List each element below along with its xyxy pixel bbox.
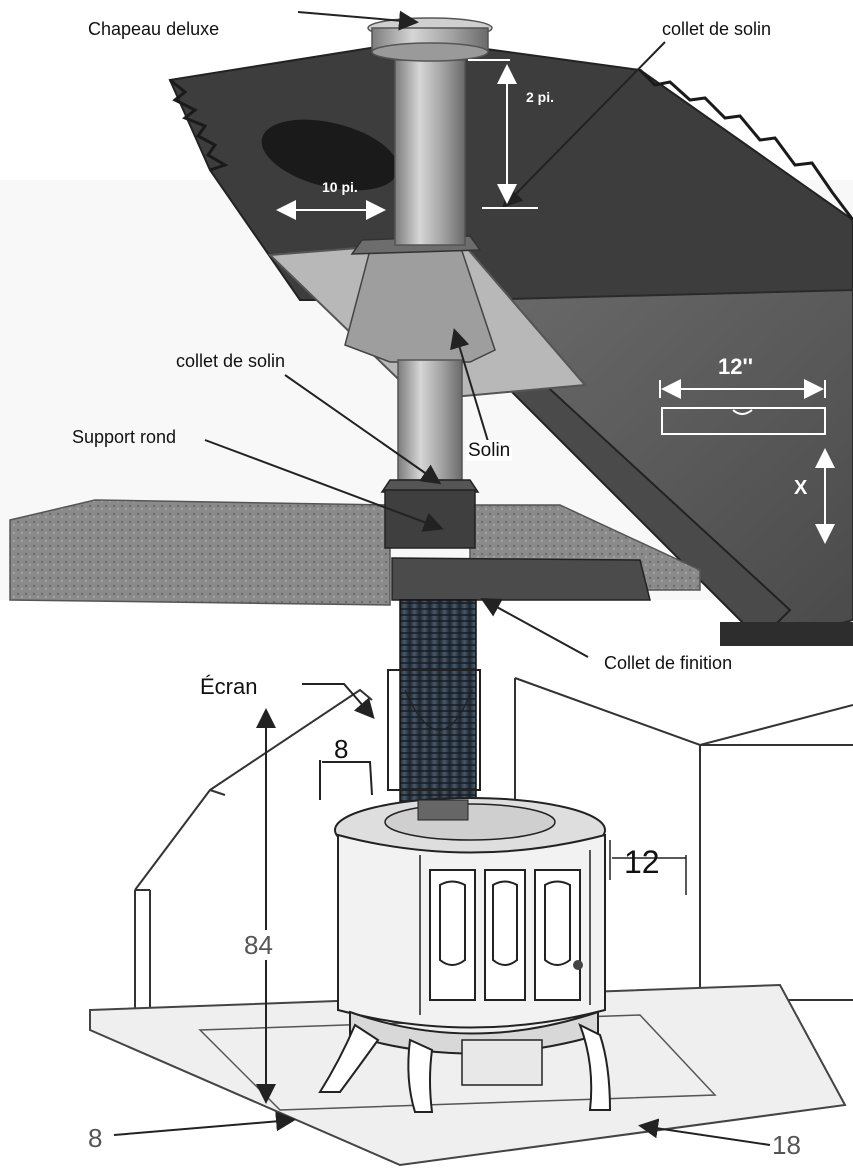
label-ecran: Écran [200, 674, 258, 699]
pointer-support [204, 439, 444, 532]
attic-chimney-pipe [397, 359, 463, 481]
round-support [384, 489, 476, 549]
heat-shield-curve [404, 689, 473, 731]
roof-fascia [720, 622, 853, 646]
label-dim-12: 12 [624, 844, 660, 880]
label-collet-de-solin-top: collet de solin [662, 19, 772, 39]
dim-2pi [468, 59, 538, 209]
upper-chimney-pipe [394, 59, 466, 246]
pointer-collet-top [502, 41, 666, 208]
dim-12in [659, 379, 826, 435]
label-2pi: 2 pi. [526, 89, 555, 105]
pointer-ecran [302, 683, 375, 720]
chimney-cap-bottom [371, 42, 489, 62]
dim-12-bracket [609, 840, 687, 895]
storm-collar-lower [380, 479, 480, 493]
label-chapeau-deluxe: Chapeau deluxe [88, 19, 220, 39]
finishing-collar [391, 557, 651, 601]
roof-shingle-edge [169, 78, 229, 172]
pointer-18 [638, 1118, 771, 1146]
label-solin: Solin [466, 440, 513, 461]
label-10pi: 10 pi. [322, 179, 358, 195]
insulation-left [9, 499, 391, 606]
dim-8-top-bracket [319, 760, 373, 800]
label-dim-18: 18 [772, 1130, 801, 1160]
pointer-8-bottom [113, 1111, 296, 1136]
label-collet-de-solin-mid: collet de solin [176, 351, 286, 371]
label-dim-8-bottom: 8 [88, 1123, 103, 1153]
pointer-solin [450, 328, 491, 449]
pointer-finition [480, 598, 589, 658]
label-dim-84: 84 [244, 930, 273, 960]
roof-shingle-edge-right [638, 68, 853, 221]
wood-stove [318, 797, 612, 1113]
roof-opening [261, 119, 399, 191]
label-dim-8-top: 8 [334, 734, 349, 764]
pointer-collet-mid [284, 374, 442, 485]
pointer-chapeau [297, 10, 419, 31]
label-x: X [794, 477, 808, 499]
heat-shield [387, 669, 481, 791]
label-12in: 12'' [718, 354, 753, 379]
label-collet-de-finition: Collet de finition [604, 653, 733, 673]
pointer-lines [113, 10, 771, 1146]
label-support-rond: Support rond [72, 427, 177, 447]
